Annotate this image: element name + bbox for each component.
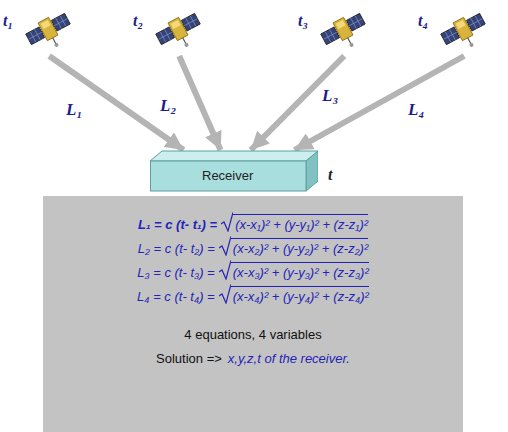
radical-sign: [219, 236, 231, 256]
signal-arrow: [294, 56, 464, 150]
equation-row: L₃ = c (t- t₃) = (x-x₃)² + (y-y₃)² + (z-z…: [43, 256, 463, 280]
signal-arrow: [179, 56, 220, 150]
receiver-box: Receivert: [150, 150, 318, 192]
equation-row: L₂ = c (t- t₂) = (x-x₂)² + (y-y₂)² + (z-z…: [43, 232, 463, 256]
equation-left: L₁ = c (t- t₁) =: [138, 217, 217, 232]
satellite-icon: [320, 6, 366, 52]
distance-label: L₄: [408, 100, 424, 120]
equation-right: (x-x₃)² + (y-y₃)² + (z-z₃)²: [231, 262, 369, 280]
equation-right: (x-x₂)² + (y-y₂)² + (z-z₂)²: [231, 238, 368, 256]
distance-label: L₁: [66, 100, 82, 120]
equation-left: L₃ = c (t- t₃) =: [137, 265, 215, 280]
distance-label: L₂: [160, 96, 176, 116]
time-label: t₁: [3, 12, 13, 30]
summary-text: 4 equations, 4 variables: [184, 327, 321, 342]
solution-result: x,y,z,t of the receiver.: [228, 351, 350, 366]
equation-right: (x-x₄)² + (y-y₄)² + (z-z₄)²: [231, 286, 369, 304]
satellite: t₃: [298, 4, 368, 56]
satellite-icon: [440, 6, 486, 52]
equation-row: L₄ = c (t- t₄) = (x-x₄)² + (y-y₄)² + (z-z…: [43, 280, 463, 304]
time-label: t₄: [418, 12, 428, 30]
summary-row: 4 equations, 4 variables: [43, 318, 463, 342]
satellite-icon: [25, 6, 71, 52]
radical-sign: [221, 212, 233, 232]
signal-arrow: [251, 56, 344, 150]
equation-panel: L₁ = c (t- t₁) = (x-x₁)² + (y-y₁)² + (z-z…: [43, 196, 463, 432]
signal-arrow: [49, 56, 183, 150]
satellite: t₂: [133, 4, 203, 56]
time-label: t₃: [298, 12, 308, 30]
receiver-label: Receiver: [202, 168, 253, 183]
receiver-time: t: [328, 166, 332, 184]
solution-text: Solution =>: [156, 351, 222, 366]
time-label: t₂: [133, 12, 143, 30]
solution-row: Solution => x,y,z,t of the receiver.: [43, 342, 463, 366]
equation-right: (x-x₁)² + (y-y₁)² + (z-z₁)²: [233, 214, 368, 232]
equation-left: L₄ = c (t- t₄) =: [137, 289, 215, 304]
distance-label: L₃: [322, 86, 338, 106]
radical-sign: [219, 260, 231, 280]
satellite-icon: [155, 6, 201, 52]
satellite: t₁: [3, 4, 73, 56]
equation-row: L₁ = c (t- t₁) = (x-x₁)² + (y-y₁)² + (z-z…: [43, 208, 463, 232]
equation-left: L₂ = c (t- t₂) =: [138, 241, 215, 256]
satellite: t₄: [418, 4, 488, 56]
radical-sign: [219, 284, 231, 304]
